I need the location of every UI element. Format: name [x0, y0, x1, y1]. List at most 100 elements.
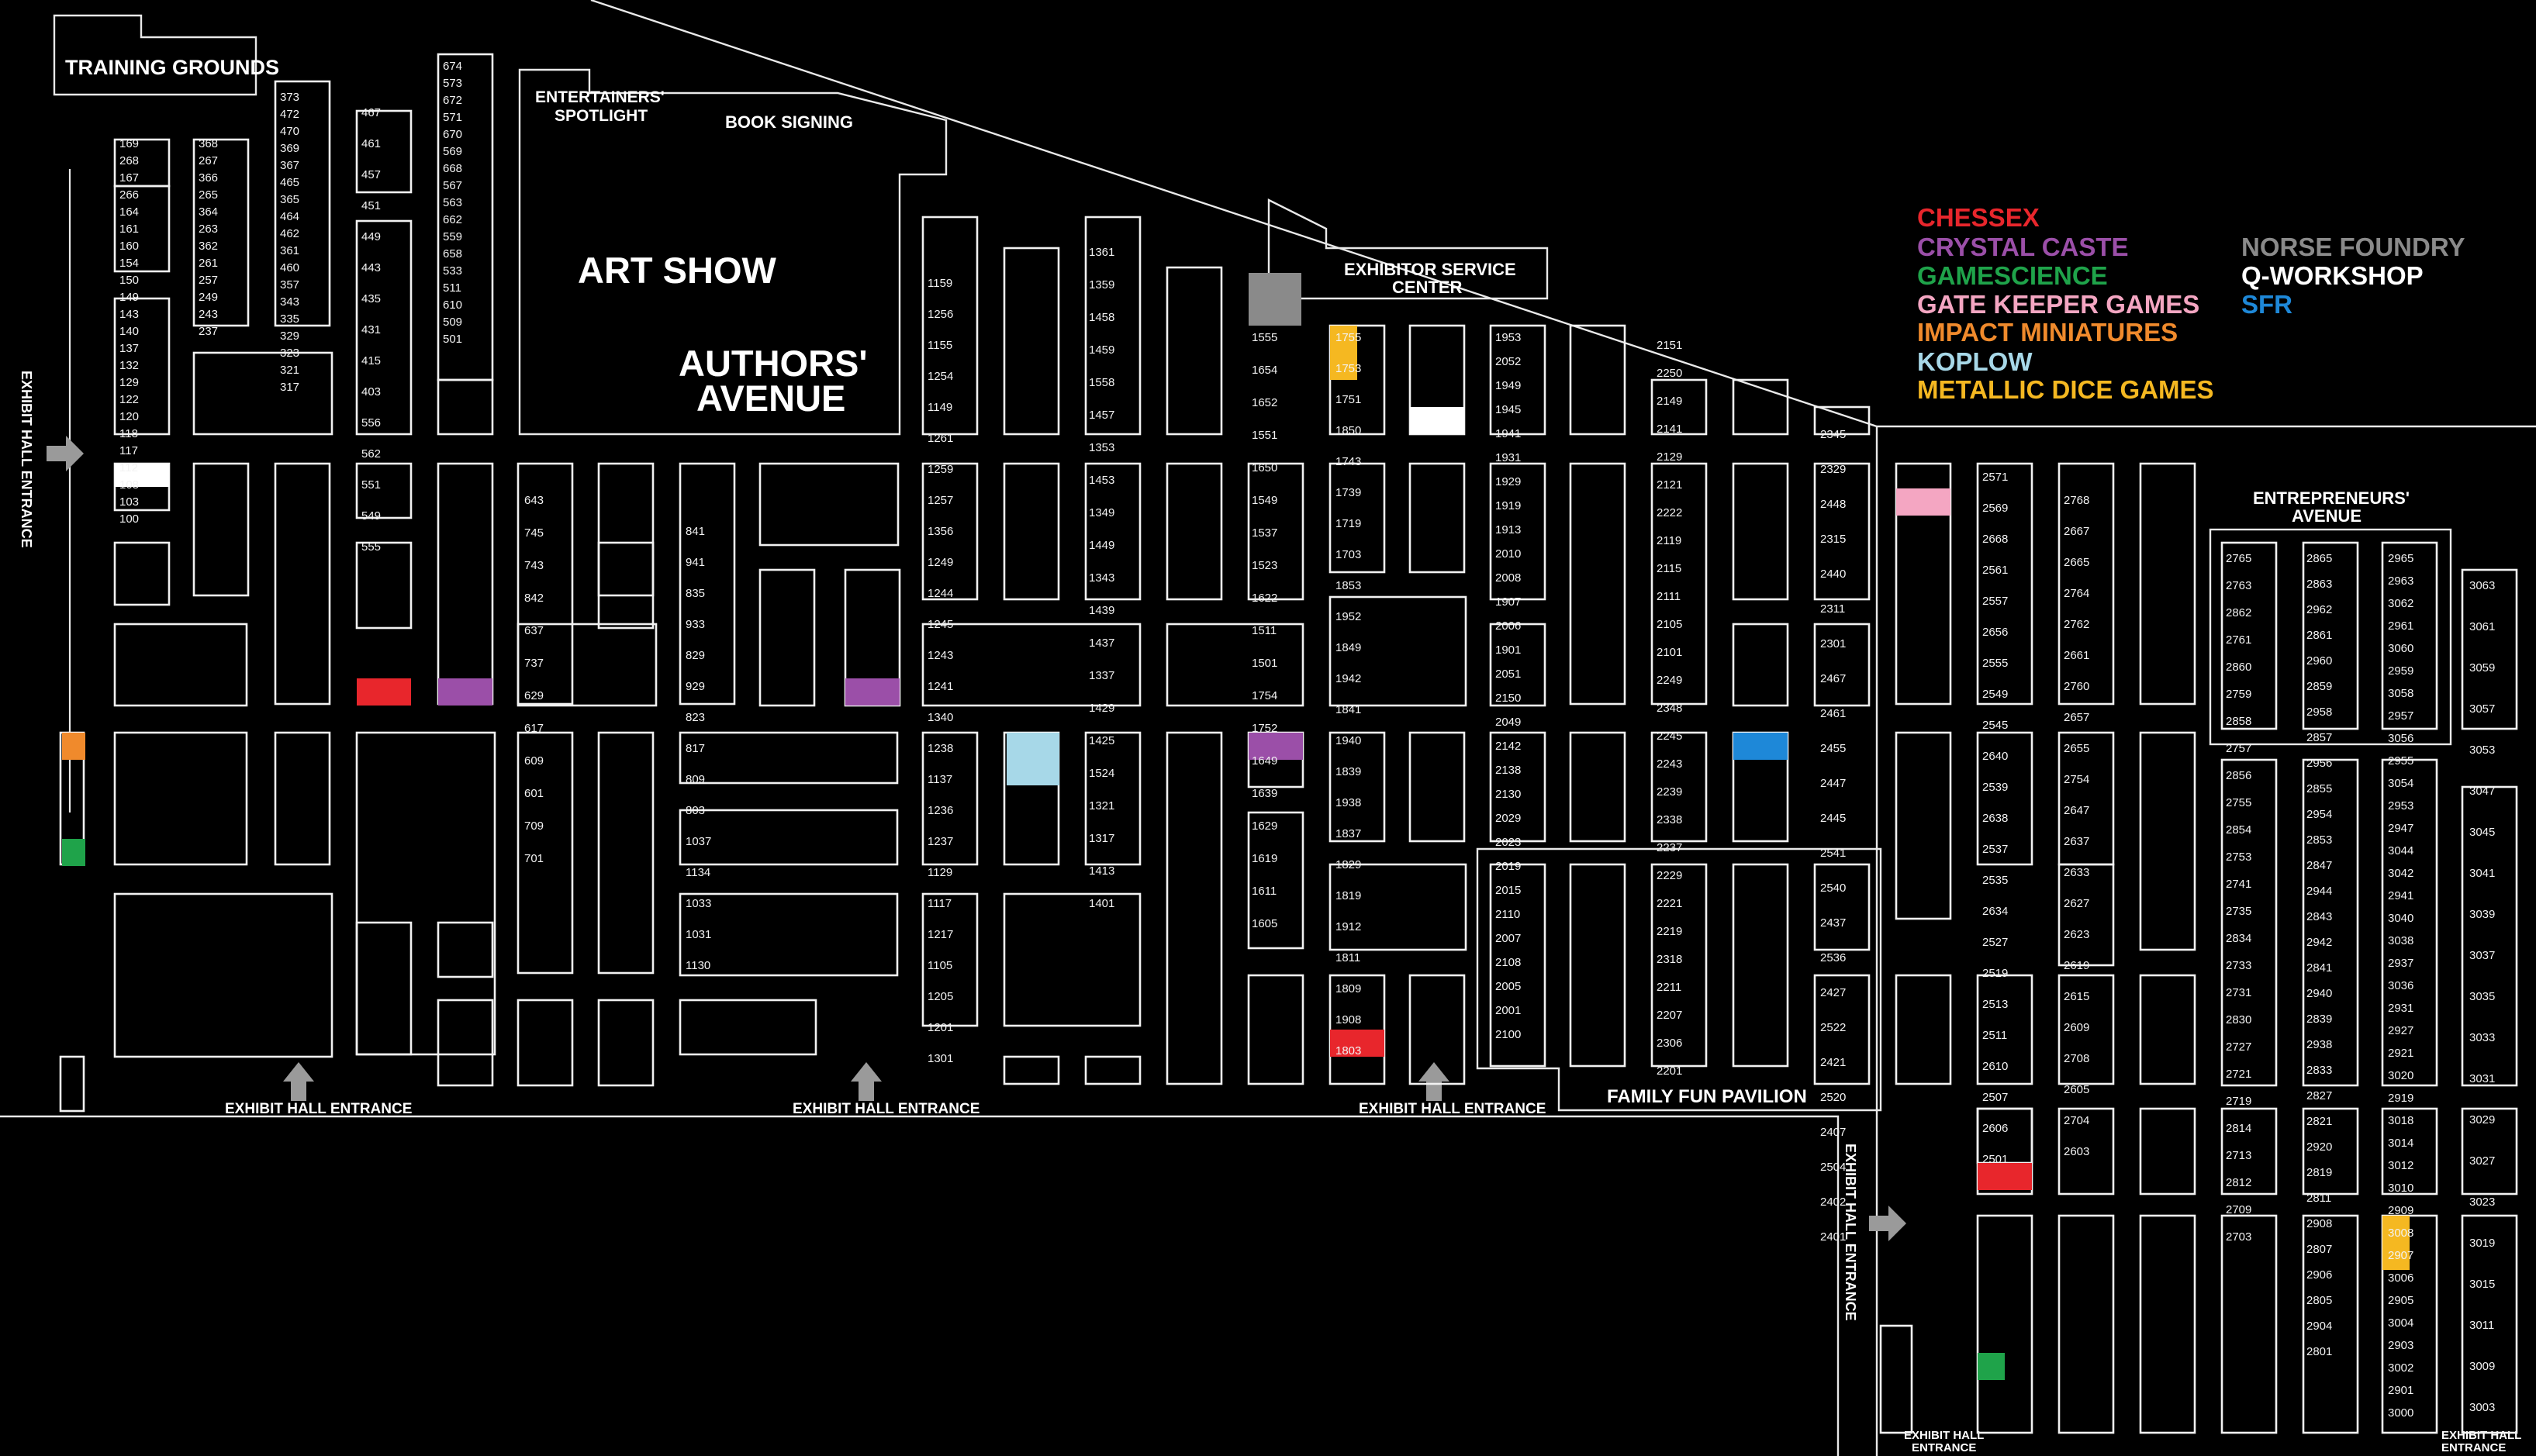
- entrance-label-west: EXHIBIT HALL ENTRANCE: [19, 371, 34, 548]
- booth-number: 1523: [1252, 559, 1277, 572]
- booth-number: 2959: [2388, 664, 2413, 678]
- booth-number: 2557: [1982, 595, 2008, 608]
- booth-number: 2762: [2064, 618, 2089, 631]
- booth-number: 1249: [928, 556, 953, 569]
- booth-number: 1155: [928, 339, 952, 352]
- booth-number: 267: [199, 154, 218, 167]
- booth-number: 2843: [2306, 910, 2332, 923]
- booth-number: 610: [443, 298, 462, 312]
- entrance-label-2: EXHIBIT HALL ENTRANCE: [793, 1101, 980, 1117]
- booth-number: 1931: [1495, 451, 1521, 464]
- booth-number: 2961: [2388, 619, 2413, 633]
- booth-number: 2221: [1657, 897, 1682, 910]
- booth-number: 1649: [1252, 754, 1277, 768]
- booth-number: 1901: [1495, 643, 1521, 657]
- booth-number: 2821: [2306, 1115, 2332, 1128]
- booth-number: 2764: [2064, 587, 2089, 600]
- booth-number: 2511: [1982, 1029, 2007, 1042]
- booth-number: 321: [280, 364, 299, 377]
- booth-number: 835: [686, 587, 705, 600]
- booth-number: 2029: [1495, 812, 1521, 825]
- booth-number: 2955: [2388, 754, 2413, 768]
- booth-number: 2407: [1820, 1126, 1846, 1139]
- booth-number: 2427: [1820, 986, 1846, 999]
- booth-number: 2005: [1495, 980, 1521, 993]
- legend-item: IMPACT MINIATURES: [1917, 318, 2178, 347]
- booth-number: 2760: [2064, 680, 2089, 693]
- booth-number: 3019: [2469, 1237, 2495, 1250]
- booth-number: 3057: [2469, 702, 2495, 716]
- booth-number: 2741: [2226, 878, 2251, 891]
- entrance-arrow-icon[interactable]: [283, 1062, 314, 1101]
- entrance-arrow-icon[interactable]: [47, 436, 84, 471]
- booth-number: 1753: [1335, 362, 1361, 375]
- booth-number: 1622: [1252, 592, 1277, 605]
- booth-number: 1245: [928, 618, 953, 631]
- booth-number: 2315: [1820, 533, 1846, 546]
- training-grounds-label: TRAINING GROUNDS: [65, 56, 279, 79]
- booth-number: 3020: [2388, 1069, 2413, 1082]
- booth-number: 2019: [1495, 860, 1521, 873]
- booth-number: 1205: [928, 990, 953, 1003]
- booth-number: 2149: [1657, 395, 1682, 408]
- booth-number: 357: [280, 278, 299, 292]
- booth-number: 2440: [1820, 568, 1846, 581]
- booth-number: 2108: [1495, 956, 1521, 969]
- booth-number: 1703: [1335, 548, 1361, 561]
- booth-number: 461: [361, 137, 381, 150]
- booth-number: 2963: [2388, 574, 2413, 588]
- booth-number: 140: [119, 325, 139, 338]
- booth-number: 1913: [1495, 523, 1521, 537]
- booth-number: 674: [443, 60, 462, 73]
- booth-number: 164: [119, 205, 139, 219]
- booth-number: 132: [119, 359, 139, 372]
- booth-number: 2461: [1820, 707, 1846, 720]
- booth-number: 1137: [928, 773, 952, 786]
- booth-number: 1549: [1252, 494, 1277, 507]
- booth-number: 2909: [2388, 1204, 2413, 1217]
- booth-number: 143: [119, 308, 139, 321]
- booth-number: 2665: [2064, 556, 2089, 569]
- booth-number: 2942: [2306, 936, 2332, 949]
- booth-number: 2605: [2064, 1083, 2089, 1096]
- booth-number: 329: [280, 329, 299, 343]
- booth-number: 1458: [1089, 311, 1114, 324]
- booth-number: 2115: [1657, 562, 1681, 575]
- booth-number: 2237: [1657, 841, 1682, 854]
- booth-number: 2527: [1982, 936, 2008, 949]
- booth-number: 1605: [1252, 917, 1277, 930]
- booth-number: 1256: [928, 308, 953, 321]
- booth-number: 3053: [2469, 744, 2495, 757]
- booth-number: 1301: [928, 1052, 953, 1065]
- booth-number: 366: [199, 171, 218, 185]
- booth-number: 3012: [2388, 1159, 2413, 1172]
- booth-number: 2345: [1820, 428, 1846, 441]
- booth-number: 2827: [2306, 1089, 2332, 1102]
- booth-number: 2507: [1982, 1091, 2008, 1104]
- booth-number: 373: [280, 91, 299, 104]
- booth-number: 2569: [1982, 502, 2008, 515]
- entrance-label-3: EXHIBIT HALL ENTRANCE: [1359, 1101, 1546, 1117]
- booth-number: 2520: [1820, 1091, 1846, 1104]
- booth-number: 2142: [1495, 740, 1521, 753]
- training-grounds-outline: [53, 14, 257, 96]
- booth-number: 571: [443, 111, 462, 124]
- booth-number: 2610: [1982, 1060, 2008, 1073]
- booth-number: 2937: [2388, 957, 2413, 970]
- entrance-arrow-icon[interactable]: [1869, 1206, 1906, 1241]
- booth-number: 2536: [1820, 951, 1846, 964]
- booth-number: 533: [443, 264, 462, 278]
- booth-number: 637: [524, 624, 544, 637]
- booth-number: 443: [361, 261, 381, 274]
- authors-avenue-label-2: AVENUE: [696, 378, 845, 419]
- booth-number: 2229: [1657, 869, 1682, 882]
- booth-number: 1945: [1495, 403, 1521, 416]
- entrance-arrow-icon[interactable]: [851, 1062, 882, 1101]
- entrance-arrow-icon[interactable]: [1418, 1062, 1449, 1101]
- booth-number: 323: [280, 347, 299, 360]
- booth-number: 2541: [1820, 847, 1846, 860]
- booth-number: 2141: [1657, 423, 1682, 436]
- booth-number: 643: [524, 494, 544, 507]
- booth-number: 261: [199, 257, 218, 270]
